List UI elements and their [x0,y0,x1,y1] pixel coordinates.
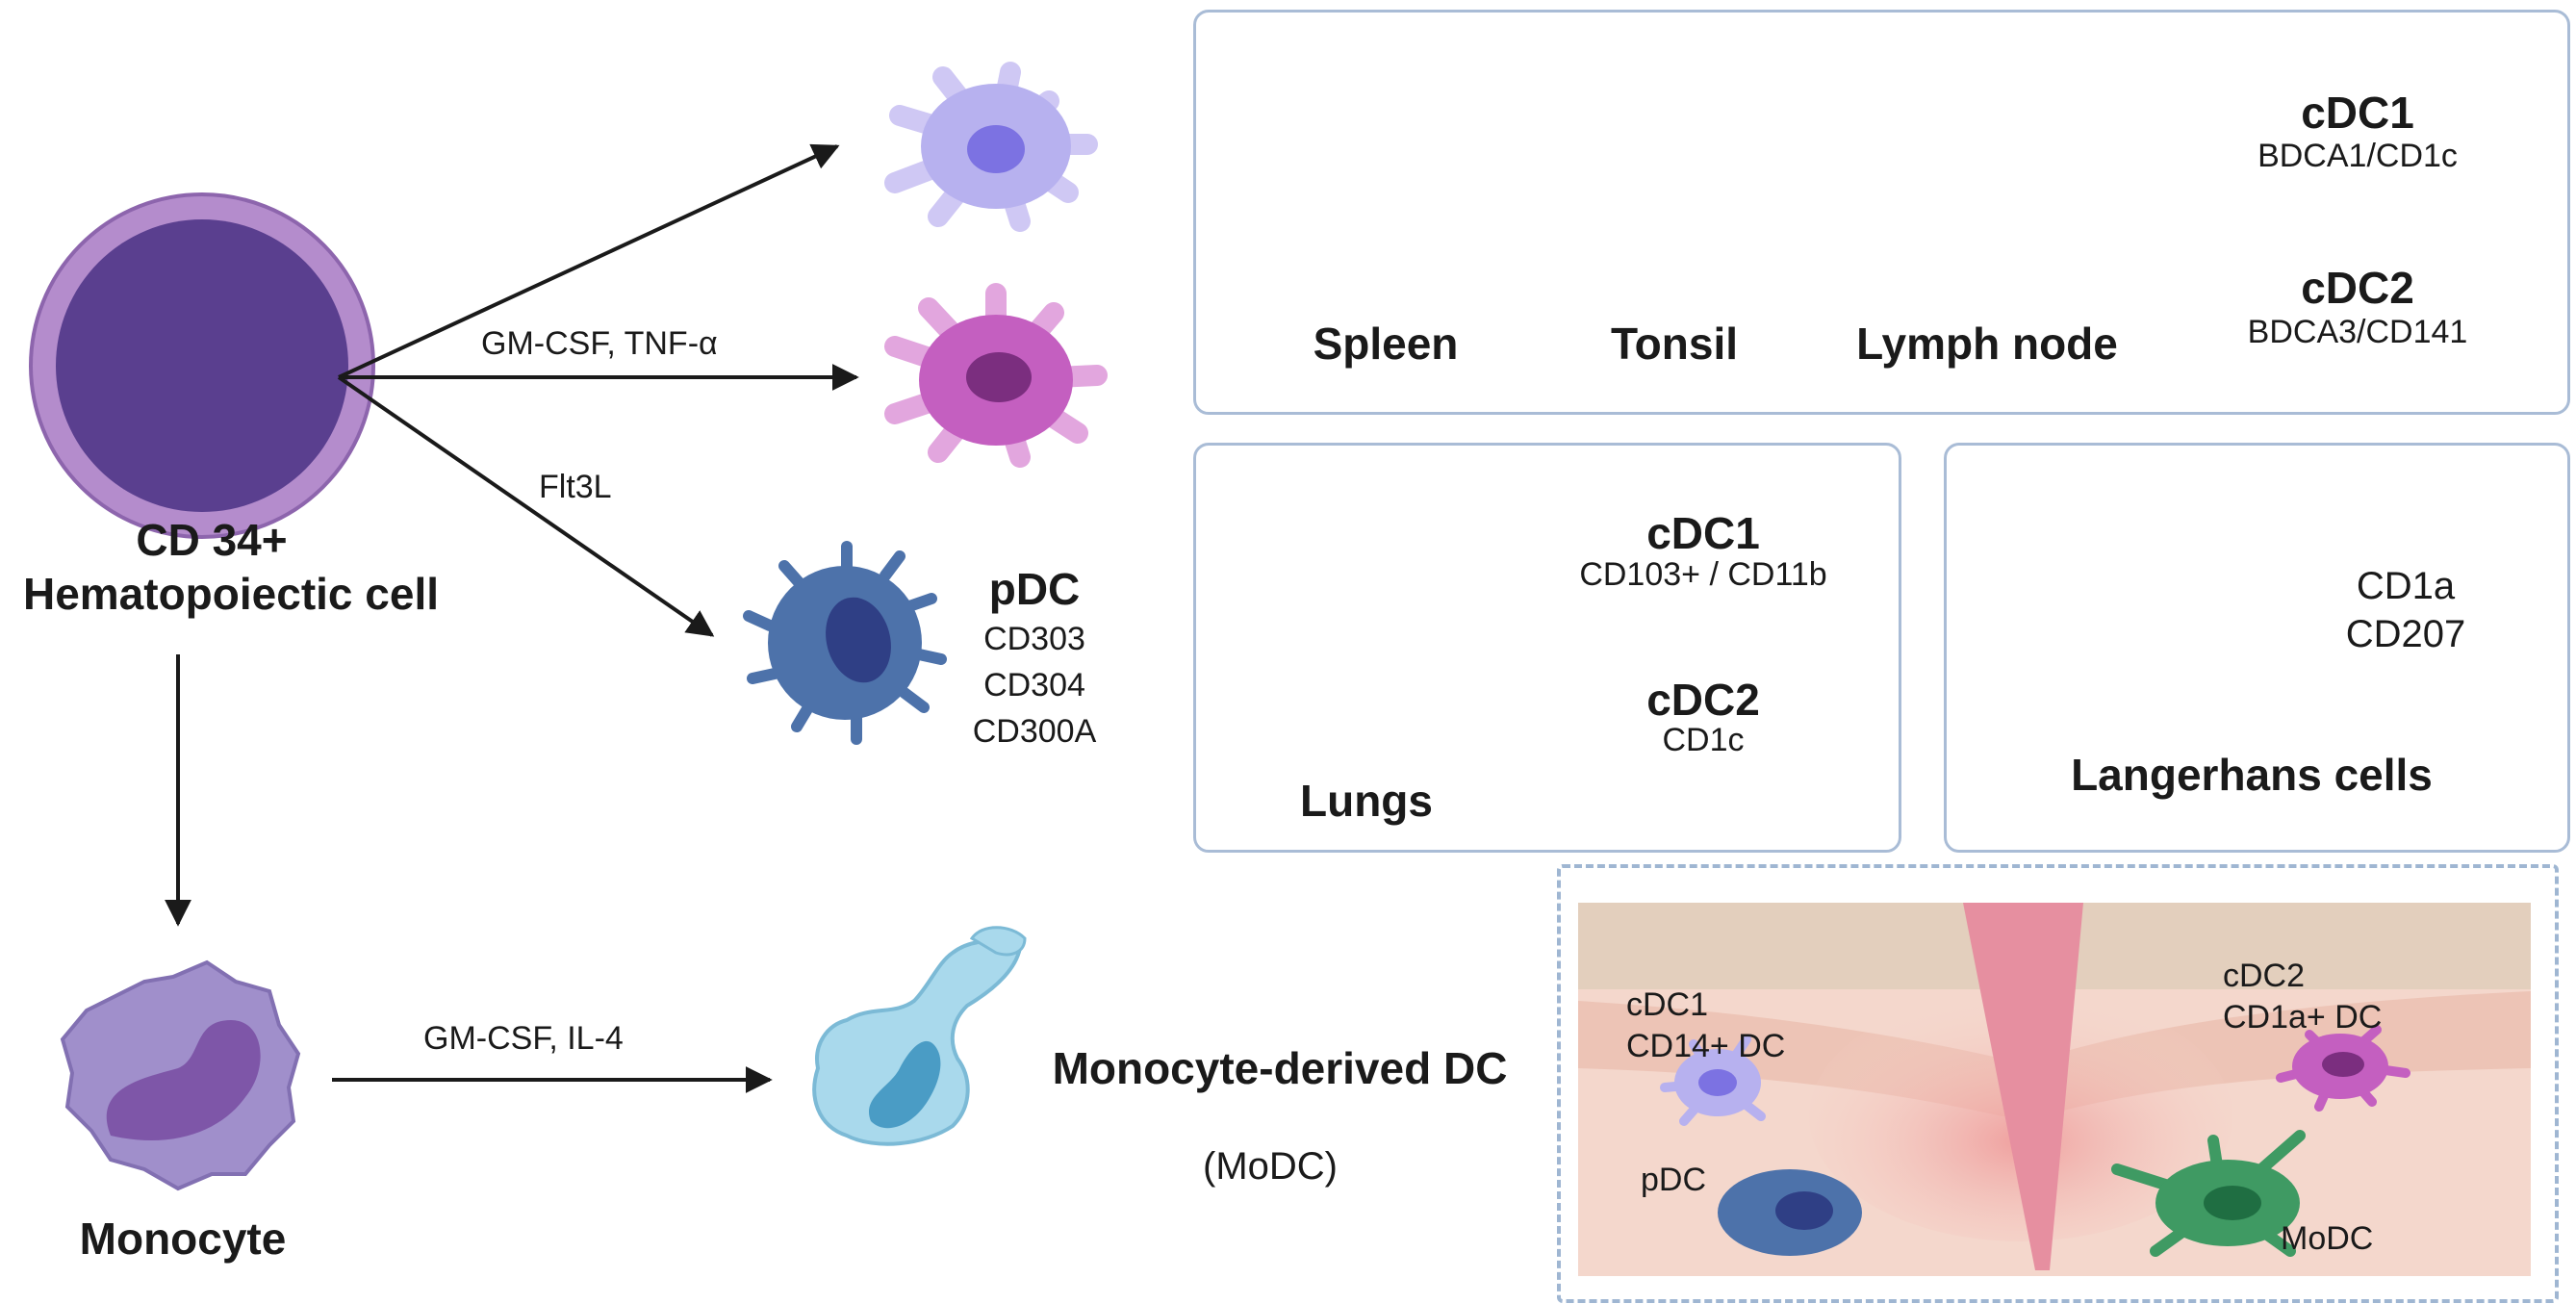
lungs-cdc1-title: cDC1 [1646,508,1760,558]
differentiation-arrows [165,143,859,1093]
pdc-title: pDC [988,564,1081,614]
organ-label-lymph-node: Lymph node [1856,319,2118,369]
pdc-marker-2: CD304 [983,667,1085,703]
dendritic-cell-1-icon [884,62,1098,232]
langerhans-marker-1: CD1a [2356,565,2456,607]
skin-cdc1-line2: CD14+ DC [1626,1028,1786,1064]
lungs-cdc2-marker: CD1c [1662,722,1745,758]
lymphoid-cdc1-marker: BDCA1/CD1c [2257,138,2458,174]
lungs-cdc2-title: cDC2 [1646,675,1760,725]
modc-title: Monocyte-derived DC [1052,1043,1508,1093]
pdc-marker-1: CD303 [983,621,1085,657]
skin-cdc2-line2: CD1a+ DC [2223,999,2383,1036]
arrow-label-flt3l: Flt3L [539,469,612,505]
organ-label-tonsil: Tonsil [1610,319,1739,369]
lymphoid-cdc1-title: cDC1 [2301,88,2414,138]
langerhans-marker-2: CD207 [2345,613,2466,655]
langerhans-title: Langerhans cells [2071,750,2433,800]
skin-cdc2-line1: cDC2 [2223,958,2306,994]
arrow-label-gm-il4: GM-CSF, IL-4 [423,1020,624,1057]
dendritic-cell-2-icon [884,283,1108,468]
lymphoid-cdc2-marker: BDCA3/CD141 [2247,314,2468,350]
modc-abbrev: (MoDC) [1203,1145,1338,1188]
lymphoid-cdc2-title: cDC2 [2301,263,2414,313]
pdc-cell-icon [743,541,947,745]
skin-modc-label: MoDC [2281,1220,2374,1257]
monocyte-icon [60,959,301,1191]
lungs-panel [1193,443,1901,853]
arrow-label-gm-tnf: GM-CSF, TNF-α [481,325,718,362]
organ-label-spleen: Spleen [1313,319,1459,369]
pdc-marker-3: CD300A [972,713,1097,750]
modc-cell-icon [812,926,1027,1146]
lungs-cdc1-marker: CD103+ / CD11b [1579,556,1827,593]
lymphoid-organs-panel [1193,10,2570,415]
stem-cell-label-line1: CD 34+ [136,515,288,565]
langerhans-panel [1944,443,2570,853]
skin-section-illustration [1578,903,2531,1276]
skin-cdc1-line1: cDC1 [1626,986,1709,1023]
skin-panel [1557,864,2559,1303]
skin-pdc-label: pDC [1641,1162,1707,1198]
monocyte-label: Monocyte [79,1214,287,1264]
organ-label-lungs: Lungs [1300,776,1433,826]
stem-cell-icon [29,192,375,539]
stem-cell-label-line2: Hematopoiectic cell [22,569,440,619]
